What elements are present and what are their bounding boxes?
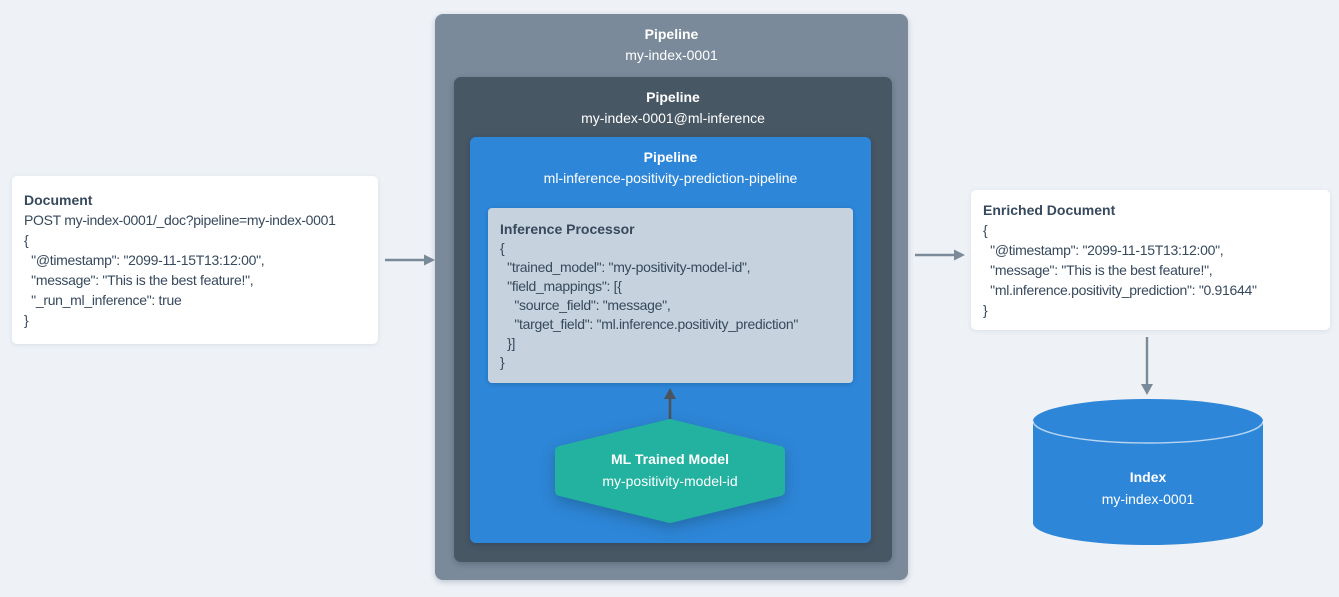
enriched-document-body: { "@timestamp": "2099-11-15T13:12:00", "… xyxy=(983,222,1257,318)
pipeline-outer-header: Pipeline my-index-0001 xyxy=(435,14,908,66)
index-cylinder-text: Index my-index-0001 xyxy=(1033,466,1263,510)
enriched-document-card: Enriched Document { "@timestamp": "2099-… xyxy=(971,190,1330,330)
arrow-pipeline-to-enriched-document-icon xyxy=(915,249,965,261)
pipeline-positivity-label: Pipeline xyxy=(643,149,698,165)
pipeline-ml-inference-name: my-index-0001@ml-inference xyxy=(581,110,765,126)
pipeline-positivity-header: Pipeline ml-inference-positivity-predict… xyxy=(470,137,871,189)
index-title: Index xyxy=(1129,469,1167,485)
inference-processor-card: Inference Processor { "trained_model": "… xyxy=(488,208,853,383)
index-cylinder-icon xyxy=(1033,399,1263,545)
pipeline-outer-label: Pipeline xyxy=(644,26,699,42)
ml-trained-model-name: my-positivity-model-id xyxy=(602,473,738,489)
ml-trained-model-title: ML Trained Model xyxy=(611,451,729,467)
pipeline-outer-name: my-index-0001 xyxy=(625,47,718,63)
document-card-title: Document xyxy=(24,192,93,208)
index-name: my-index-0001 xyxy=(1101,491,1195,507)
arrow-enriched-document-to-index-icon xyxy=(1141,337,1153,395)
document-card-body: POST my-index-0001/_doc?pipeline=my-inde… xyxy=(24,212,336,328)
pipeline-ml-inference-header: Pipeline my-index-0001@ml-inference xyxy=(454,77,892,129)
document-card: Document POST my-index-0001/_doc?pipelin… xyxy=(12,176,378,344)
arrow-document-to-pipeline-icon xyxy=(385,254,435,266)
enriched-document-title: Enriched Document xyxy=(983,202,1116,218)
pipeline-positivity-name: ml-inference-positivity-prediction-pipel… xyxy=(543,170,798,186)
ml-trained-model-text: ML Trained Model my-positivity-model-id xyxy=(554,448,786,492)
pipeline-ml-inference-label: Pipeline xyxy=(646,89,700,105)
inference-processor-title: Inference Processor xyxy=(500,221,635,237)
arrow-model-to-processor-icon xyxy=(664,388,676,419)
ml-trained-model-hexagon-icon xyxy=(555,419,785,523)
inference-processor-body: { "trained_model": "my-positivity-model-… xyxy=(500,240,799,370)
